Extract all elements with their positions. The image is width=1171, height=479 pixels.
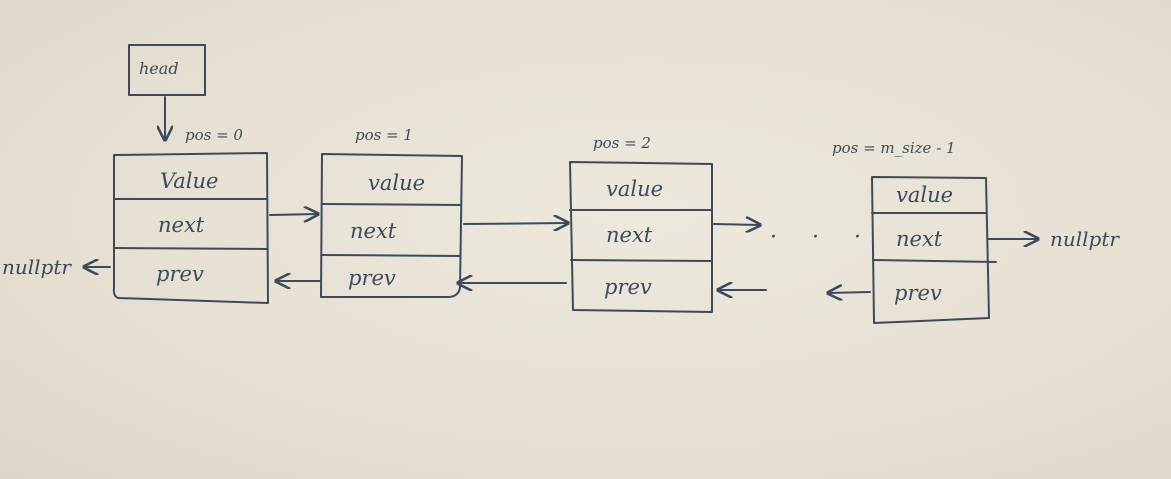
prev-field: prev (348, 266, 396, 290)
node-position-label: pos = m_size - 1 (832, 139, 956, 157)
value-field: Value (160, 169, 218, 193)
node-0: pos = 0 Value next prev (112, 126, 269, 304)
prev-field: prev (156, 262, 204, 286)
value-field: value (368, 171, 425, 195)
next-field: next (158, 213, 205, 237)
ellipsis: · · · (770, 225, 875, 250)
node-position-label: pos = 0 (185, 126, 243, 144)
node-divider (321, 203, 462, 206)
node-divider (321, 254, 461, 257)
head-pointer: head (128, 44, 206, 140)
node-divider (113, 247, 268, 250)
nullptr-left-label: nullptr (2, 255, 72, 279)
value-field: value (896, 183, 953, 207)
prev-field: prev (894, 281, 942, 305)
next-field: next (896, 227, 943, 251)
node-last: pos = m_size - 1 value next prev (832, 139, 997, 324)
node-box (871, 176, 990, 324)
node-position-label: pos = 2 (593, 134, 651, 152)
next-field: next (350, 219, 397, 243)
value-field: value (606, 177, 663, 201)
next-arrow (269, 214, 318, 215)
head-label: head (139, 59, 179, 78)
next-arrow (713, 224, 760, 225)
node-divider (570, 259, 713, 262)
node-divider (872, 259, 997, 263)
prev-arrow (828, 292, 871, 293)
prev-field: prev (604, 275, 652, 299)
head-box (128, 44, 206, 96)
nullptr-right-label: nullptr (1050, 227, 1120, 251)
next-arrow (463, 223, 568, 224)
node-box (112, 152, 269, 304)
node-position-label: pos = 1 (355, 126, 413, 144)
next-field: next (606, 223, 653, 247)
node-2: pos = 2 value next prev (569, 134, 713, 313)
node-1: pos = 1 value next prev (320, 126, 463, 298)
